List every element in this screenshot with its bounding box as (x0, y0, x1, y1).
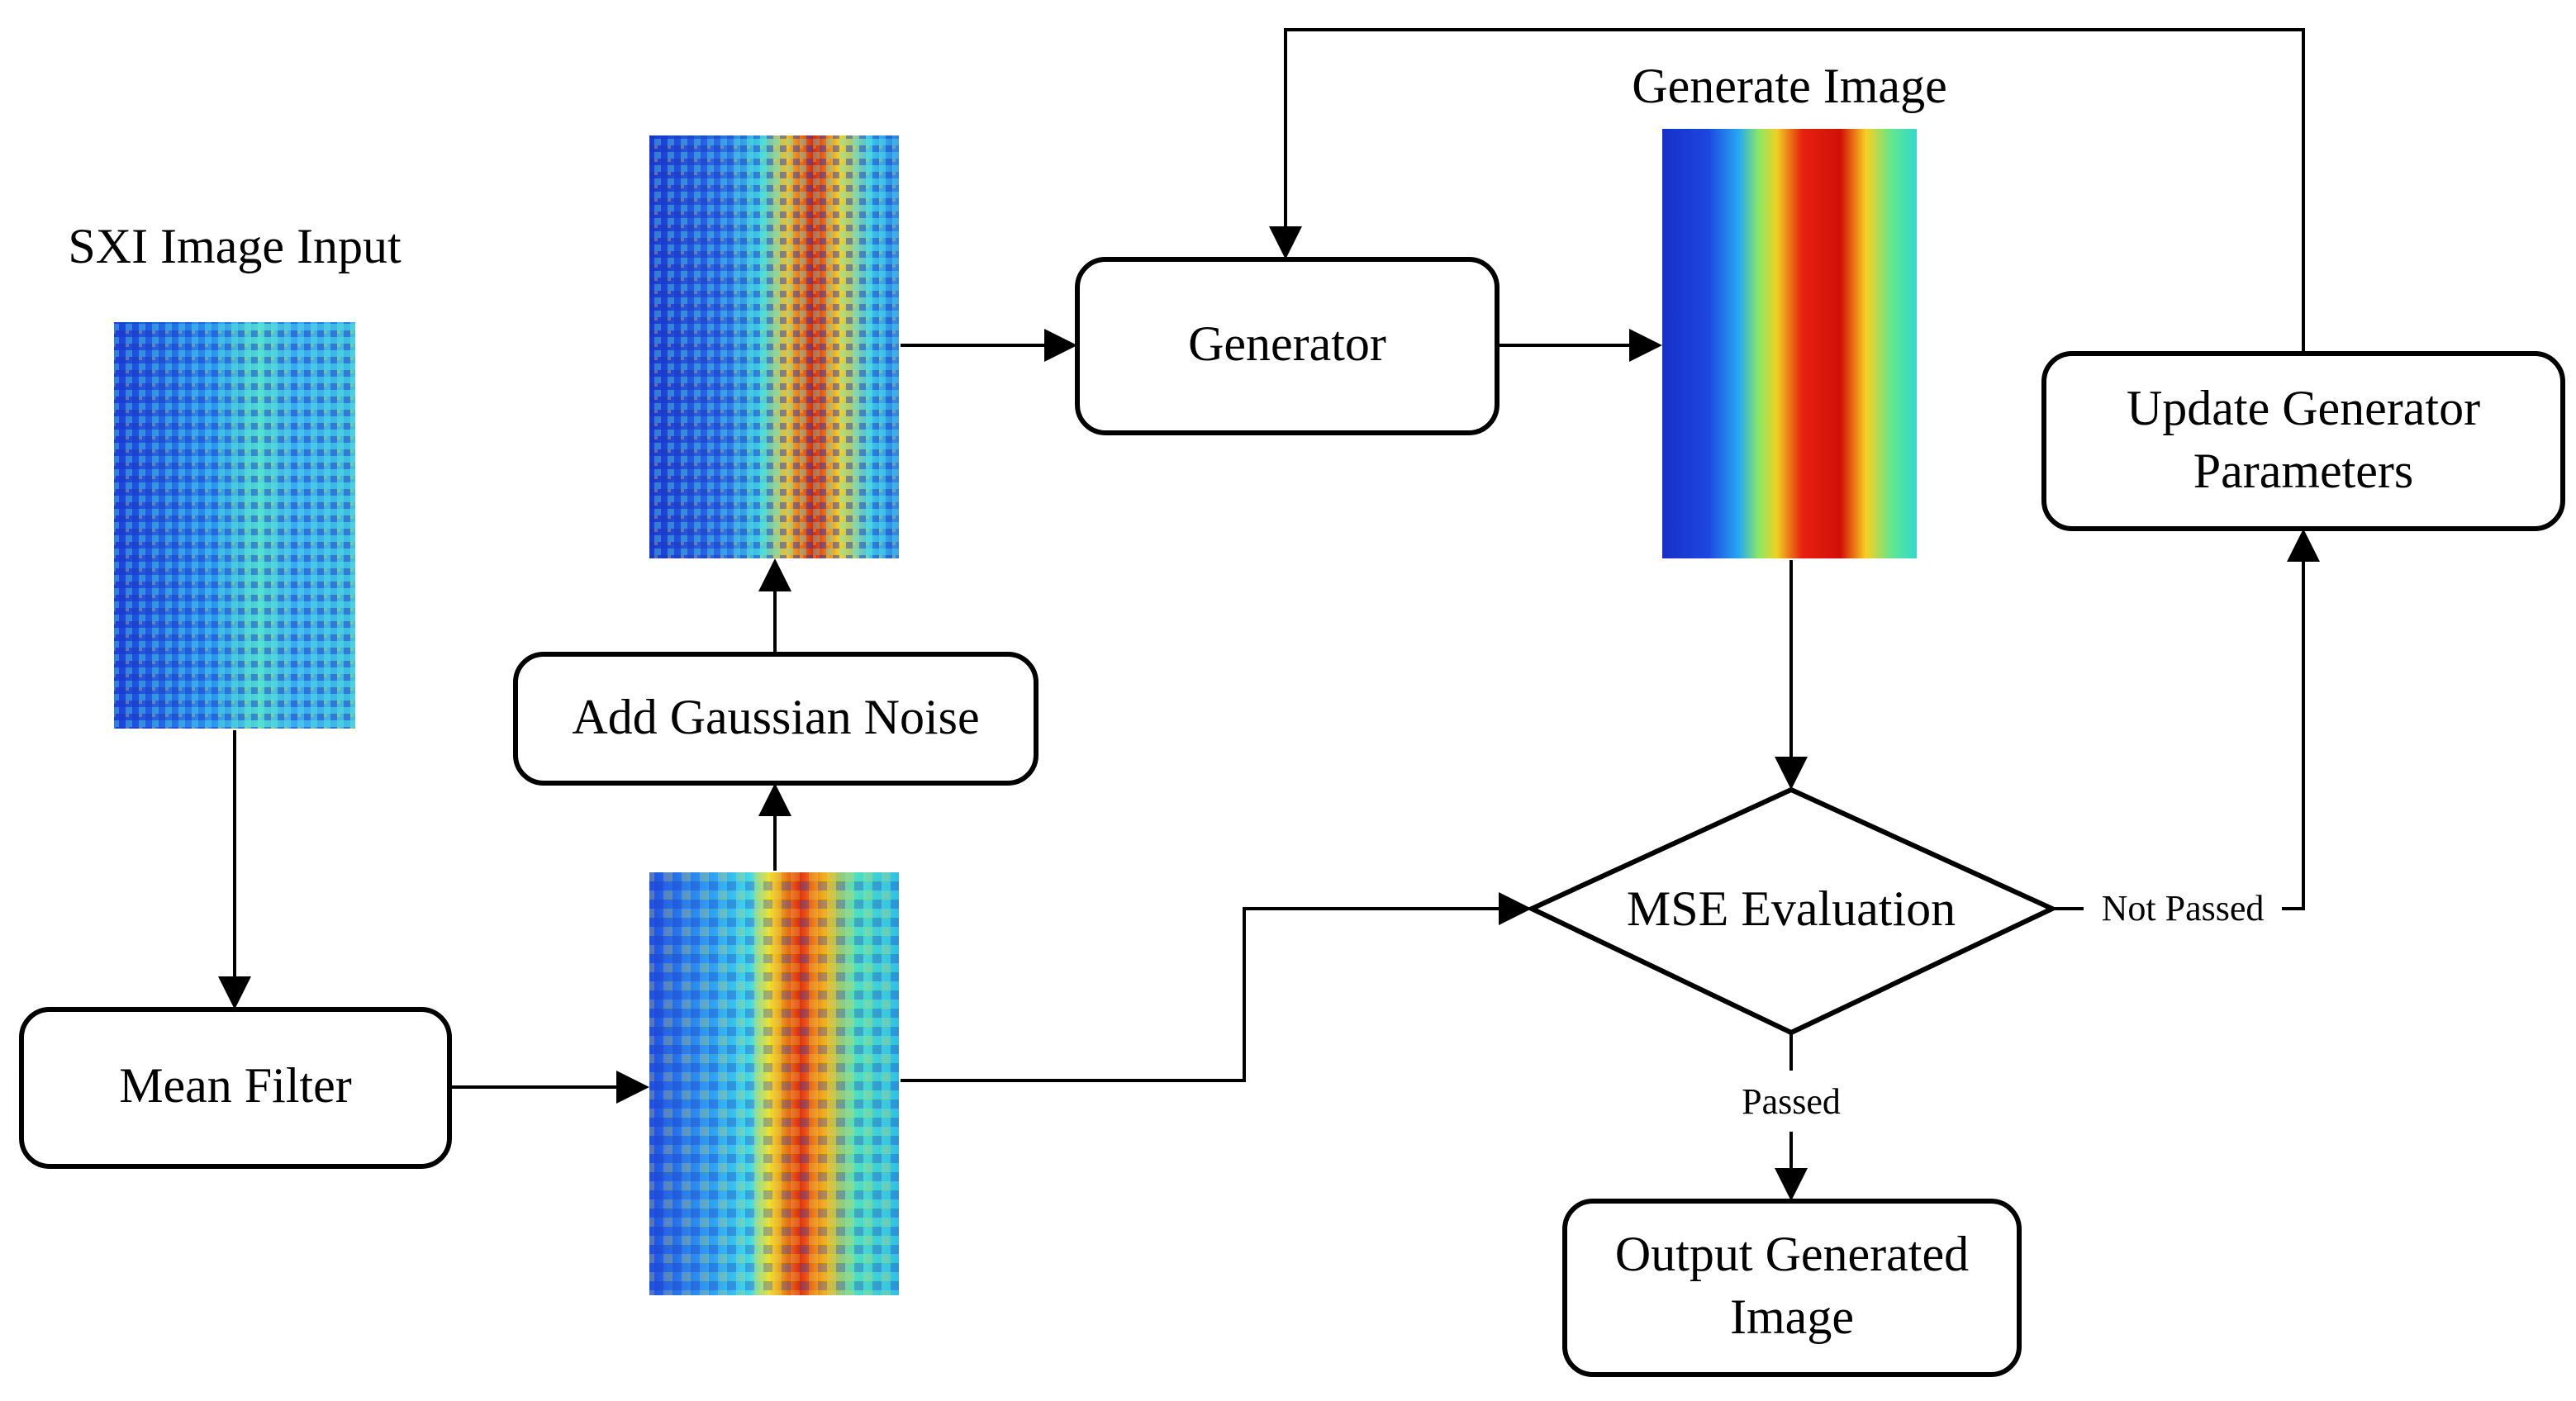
mean-filter-box[interactable]: Mean Filter (19, 1007, 452, 1169)
not-passed-label: Not Passed (2102, 888, 2265, 928)
generate-image-label: Generate Image (1632, 59, 1946, 113)
output-line2: Image (1730, 1289, 1854, 1344)
output-line1: Output Generated (1615, 1227, 1969, 1281)
mse-decision[interactable]: MSE Evaluation (1525, 786, 2059, 1036)
generator-label: Generator (1188, 316, 1386, 371)
sxi-input-image (114, 322, 355, 729)
add-noise-label: Add Gaussian Noise (572, 690, 979, 744)
generator-box[interactable]: Generator (1075, 257, 1499, 435)
sxi-input-label: SXI Image Input (68, 219, 402, 273)
update-params-line2: Parameters (2193, 444, 2414, 498)
arrow-mse-to-update (2282, 529, 2320, 910)
mse-label: MSE Evaluation (1627, 881, 1956, 936)
passed-label: Passed (1742, 1081, 1841, 1122)
generated-image (1662, 129, 1917, 558)
update-params-line1: Update Generator (2127, 381, 2480, 435)
arrow-update-to-generator (1269, 28, 2305, 352)
mean-filter-label: Mean Filter (119, 1058, 352, 1113)
arrow-filtered-to-mse (901, 892, 1532, 1082)
update-params-box[interactable]: Update Generator Parameters (2041, 351, 2565, 531)
add-noise-box[interactable]: Add Gaussian Noise (513, 652, 1038, 786)
filtered-image (649, 872, 899, 1295)
output-box[interactable]: Output Generated Image (1562, 1199, 2022, 1377)
noisy-image (649, 135, 899, 558)
